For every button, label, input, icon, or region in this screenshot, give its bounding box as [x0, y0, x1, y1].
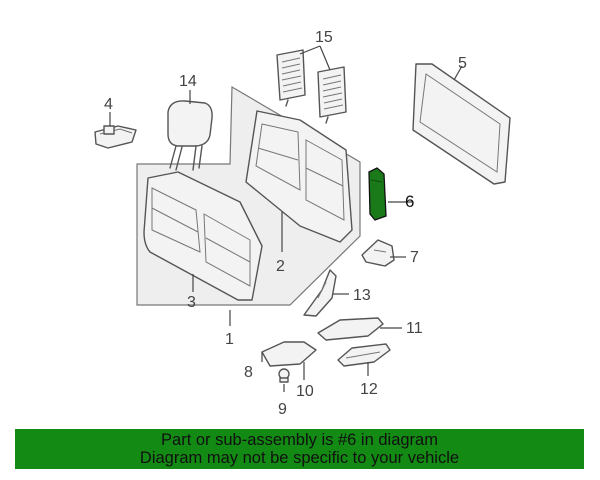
callout-4: 4: [104, 96, 113, 113]
callout-8: 8: [244, 364, 253, 381]
callout-10: 10: [296, 383, 314, 400]
callout-1: 1: [225, 331, 234, 348]
info-banner: Part or sub-assembly is #6 in diagram Di…: [15, 429, 584, 469]
callout-11: 11: [406, 320, 423, 337]
callout-13: 13: [353, 287, 371, 304]
callout-2: 2: [276, 258, 285, 275]
part-13-hinge: [303, 269, 337, 317]
callout-9: 9: [278, 401, 287, 418]
part-3-seat-cushion: [143, 171, 263, 301]
callout-3: 3: [187, 294, 196, 311]
callout-5: 5: [458, 55, 467, 72]
part-11-trim: [317, 317, 384, 341]
callout-12: 12: [360, 381, 378, 398]
banner-line-2: Diagram may not be specific to your vehi…: [139, 449, 460, 467]
banner-line-1: Part or sub-assembly is #6 in diagram: [161, 431, 438, 449]
part-5-frame: [412, 63, 511, 185]
part-7-bracket: [361, 239, 395, 267]
callout-15: 15: [315, 29, 333, 46]
part-8-10-cover: [261, 341, 317, 367]
parts-diagram: 4 14 15 5 6 7 13 11 2 3 1 8 10 9 12: [94, 29, 511, 418]
part-4-bracket: [94, 125, 137, 149]
callout-14: 14: [179, 73, 197, 90]
part-12-rail: [337, 343, 391, 367]
part-2-seat-back: [245, 110, 353, 243]
part-6-highlighted: [368, 167, 387, 221]
part-14-headrest: [167, 100, 213, 171]
leader-lines: [109, 45, 463, 392]
callout-7: 7: [410, 249, 419, 266]
part-9-clip: [278, 368, 290, 383]
callout-6: 6: [405, 192, 414, 211]
part-15-panels: [276, 49, 347, 124]
